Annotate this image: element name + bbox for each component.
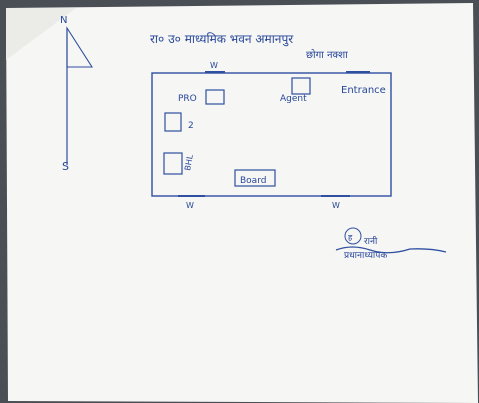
principal-room-label: PRO bbox=[178, 94, 197, 104]
side-room-bottom-box bbox=[163, 152, 183, 175]
sketch-subtitle: छोगा नक्शा bbox=[306, 49, 348, 61]
signature-line-2: प्रधानाध्यापक bbox=[344, 251, 388, 261]
window-top-label: W bbox=[210, 61, 218, 70]
board-label: Board bbox=[240, 176, 266, 186]
signature-line-1: रानी bbox=[364, 235, 378, 247]
side-room-top-label: 2 bbox=[188, 121, 194, 131]
side-room-bottom-label: BHL bbox=[183, 154, 195, 172]
paper-fold bbox=[6, 8, 76, 60]
side-room-top-box bbox=[164, 112, 182, 132]
window-bottom-left-label: W bbox=[186, 201, 194, 210]
signature-initial: ह bbox=[348, 233, 353, 242]
north-label: N bbox=[60, 15, 67, 26]
signature-circle bbox=[344, 227, 362, 245]
signature-scribble bbox=[335, 246, 447, 254]
window-bottom-right-label: W bbox=[332, 201, 340, 210]
agent-room-label: Agent bbox=[280, 94, 307, 104]
compass-arrow bbox=[66, 26, 94, 68]
entrance-label: Entrance bbox=[341, 85, 386, 96]
building-outline bbox=[151, 72, 392, 197]
paper-sheet bbox=[6, 3, 478, 403]
board-box bbox=[234, 169, 276, 187]
principal-room-box bbox=[205, 89, 225, 105]
south-label: S bbox=[62, 160, 69, 173]
sketch-title: रा० उ० माध्यमिक भवन अमानपुर bbox=[150, 32, 294, 47]
agent-room-box bbox=[291, 77, 311, 95]
